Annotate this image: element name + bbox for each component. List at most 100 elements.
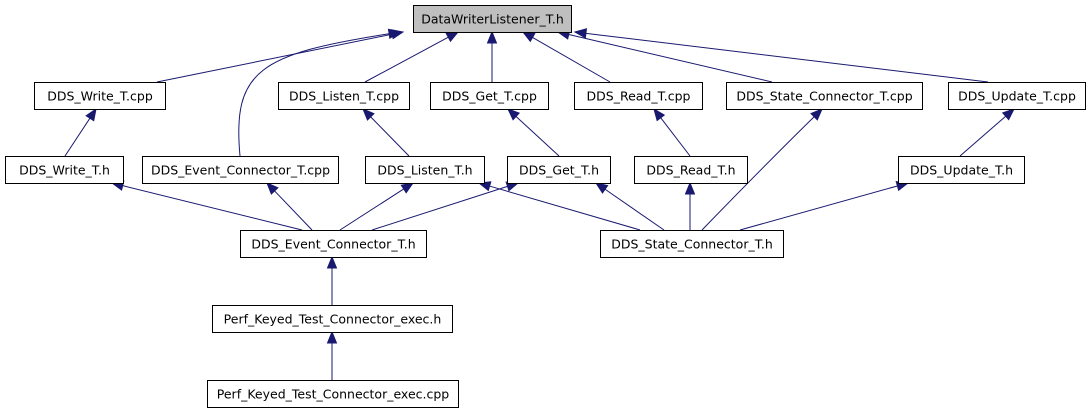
edge-arrowhead [653,107,666,122]
edge-line [739,185,898,231]
node-listen-cpp[interactable]: DDS_Listen_T.cpp [278,82,410,110]
node-event-cpp[interactable]: DDS_Event_Connector_T.cpp [142,156,339,184]
edge-read_cpp-to-root [521,31,611,83]
node-state-cpp[interactable]: DDS_State_Connector_T.cpp [726,82,923,110]
node-state-h[interactable]: DDS_State_Connector_T.h [600,230,784,258]
edge-get_cpp-to-root [486,30,498,82]
node-box[interactable] [5,156,124,184]
node-box[interactable] [212,305,453,333]
node-label: DDS_Write_T.cpp [47,89,153,104]
node-write-cpp[interactable]: DDS_Write_T.cpp [34,82,166,110]
node-label: DDS_State_Connector_T.cpp [736,89,912,104]
edge-line [364,36,449,83]
node-get-cpp[interactable]: DDS_Get_T.cpp [430,82,549,110]
edge-update_cpp-to-root [573,28,989,83]
edge-listen_h-to-listen_cpp [362,108,410,157]
edge-line [604,188,665,231]
node-box[interactable] [240,230,427,258]
node-box[interactable] [726,82,923,110]
edge-line [701,116,815,231]
node-box[interactable] [574,82,703,110]
node-label: DDS_Read_T.h [646,163,735,178]
node-write-h[interactable]: DDS_Write_T.h [5,156,124,184]
node-get-h[interactable]: DDS_Get_T.h [507,156,611,184]
edge-line [370,116,410,157]
node-box[interactable] [430,82,549,110]
edge-state_h-to-state_cpp [701,108,823,231]
node-label: Perf_Keyed_Test_Connector_exec.h [224,312,442,327]
node-label: DDS_Listen_T.cpp [289,89,399,104]
node-read-cpp[interactable]: DDS_Read_T.cpp [574,82,703,110]
node-perf-h[interactable]: Perf_Keyed_Test_Connector_exec.h [212,305,453,333]
edge-arrowhead [445,31,460,43]
node-read-h[interactable]: DDS_Read_T.h [634,156,748,184]
edge-state_h-to-listen_h [477,181,641,231]
edge-listen_cpp-to-root [364,31,460,83]
edge-arrowhead [594,182,609,194]
node-box[interactable] [278,82,410,110]
edge-event_h-to-event_cpp [266,182,313,231]
node-label: DDS_Update_T.cpp [958,89,1076,104]
node-event-h[interactable]: DDS_Event_Connector_T.h [240,230,427,258]
node-label: DDS_Update_T.h [910,163,1013,178]
edge-line [156,33,393,83]
node-box[interactable] [207,380,459,408]
node-update-cpp[interactable]: DDS_Update_T.cpp [948,82,1086,110]
edge-line [532,37,611,83]
edge-state_h-to-read_h [684,181,696,230]
edge-event_cpp-to-root [238,28,402,157]
edges-layer [64,28,1015,380]
node-box[interactable] [948,82,1086,110]
edge-line [515,116,560,157]
edge-state_h-to-update_h [739,181,910,231]
node-update-h[interactable]: DDS_Update_T.h [898,156,1025,184]
node-label: DataWriterListener_T.h [421,12,564,27]
edge-get_h-to-get_cpp [507,108,560,157]
edge-perf_cpp-to-perf_h [326,330,338,380]
node-listen-h[interactable]: DDS_Listen_T.h [365,156,485,184]
edge-arrowhead [684,181,696,195]
edge-state_h-to-get_h [594,182,665,231]
node-label: DDS_Write_T.h [19,163,110,178]
node-box[interactable] [413,5,572,33]
edge-line [122,185,303,231]
node-label: Perf_Keyed_Test_Connector_exec.cpp [217,387,450,402]
edge-arrowhead [1001,108,1015,121]
edge-update_h-to-update_cpp [959,108,1015,157]
edge-write_h-to-write_cpp [64,107,97,157]
node-perf-cpp[interactable]: Perf_Keyed_Test_Connector_exec.cpp [207,380,459,408]
node-box[interactable] [634,156,748,184]
node-box[interactable] [507,156,611,184]
edge-line [660,117,691,157]
node-box[interactable] [898,156,1025,184]
node-label: DDS_Event_Connector_T.h [251,237,415,252]
node-box[interactable] [365,156,485,184]
edge-arrowhead [810,108,823,121]
node-box[interactable] [34,82,166,110]
edge-line [959,115,1007,157]
edge-line [585,32,989,83]
edge-arrowhead [85,107,97,122]
edge-arrowhead [521,31,536,43]
edge-line [568,34,773,83]
edge-line [274,190,313,231]
edge-arrowhead [266,182,279,195]
edge-state_cpp-to-root [556,29,773,83]
node-box[interactable] [600,230,784,258]
node-box[interactable] [142,156,339,184]
edge-arrowhead [326,255,338,269]
node-label: DDS_Get_T.h [519,163,599,178]
node-label: DDS_Get_T.cpp [442,89,537,104]
edge-line [371,185,508,231]
node-label: DDS_State_Connector_T.h [611,237,773,252]
edge-perf_h-to-event_h [326,255,338,305]
edge-event_h-to-get_h [371,181,520,231]
node-root[interactable]: DataWriterListener_T.h [413,5,572,33]
node-label: DDS_Read_T.cpp [587,89,691,104]
edge-arrowhead [400,182,415,194]
edge-line [489,185,641,231]
edge-arrowhead [326,330,338,344]
edge-event_h-to-listen_h [339,182,415,231]
